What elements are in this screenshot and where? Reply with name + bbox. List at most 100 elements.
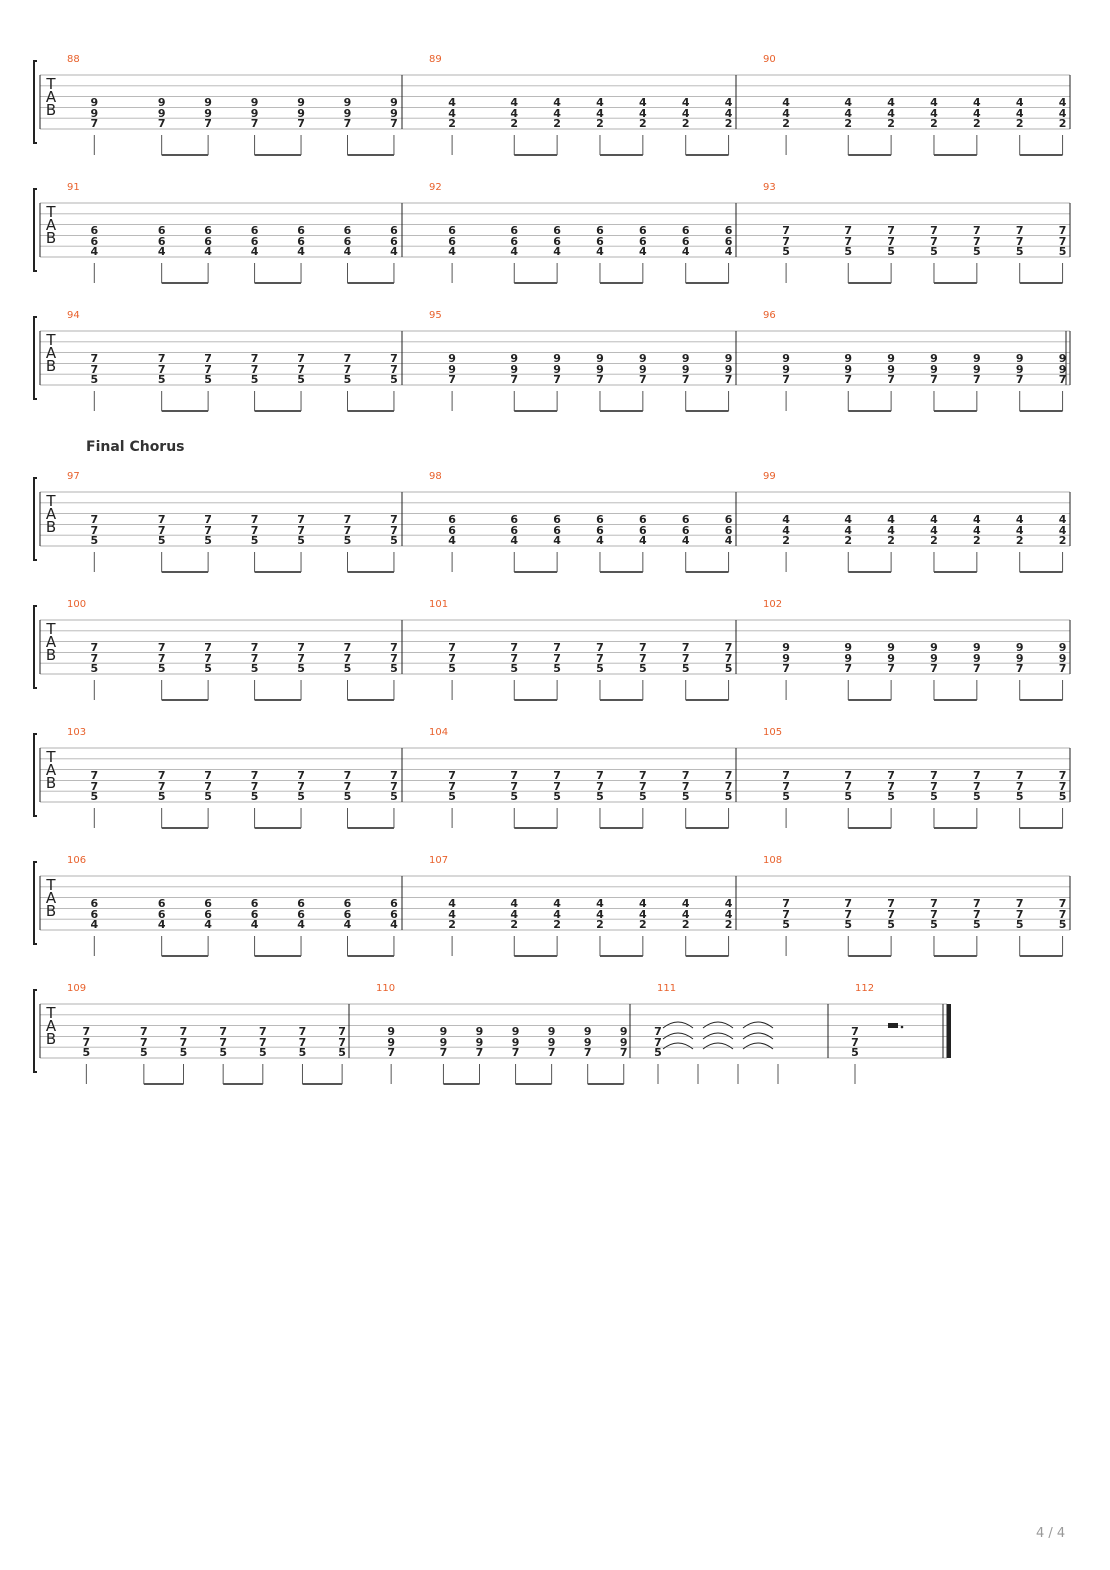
fret-number: 4 (251, 918, 259, 931)
fret-number: 9 (973, 652, 981, 665)
tie (742, 1021, 774, 1029)
fret-number: 5 (90, 373, 98, 386)
fret-number: 4 (725, 534, 733, 547)
fret-number: 7 (553, 780, 561, 793)
fret-number: 6 (204, 897, 212, 910)
tab-chord: 664 (725, 513, 733, 572)
fret-number: 7 (158, 513, 166, 526)
fret-number: 7 (390, 652, 398, 665)
tab-chord: 775 (639, 641, 647, 700)
fret-number: 7 (725, 373, 733, 386)
fret-number: 9 (844, 652, 852, 665)
fret-number: 6 (725, 235, 733, 248)
fret-number: 9 (297, 96, 305, 109)
fret-number: 7 (180, 1036, 188, 1049)
fret-number: 5 (887, 245, 895, 258)
tab-chord: 664 (297, 224, 305, 283)
fret-number: 6 (390, 235, 398, 248)
fret-number: 7 (251, 780, 259, 793)
tab-chord: 775 (204, 769, 212, 828)
fret-number: 6 (90, 908, 98, 921)
tab-chord: 997 (639, 352, 647, 411)
fret-number: 5 (90, 662, 98, 675)
fret-number: 9 (639, 352, 647, 365)
fret-number: 5 (1016, 918, 1024, 931)
fret-number: 7 (1059, 897, 1067, 910)
fret-number: 4 (682, 908, 690, 921)
fret-number: 9 (973, 352, 981, 365)
fret-number: 4 (973, 513, 981, 526)
tie (662, 1021, 694, 1029)
tab-chord: 997 (158, 96, 165, 155)
tab-chord: 775 (930, 897, 938, 956)
tab-chord: 775 (782, 769, 790, 828)
fret-number: 7 (297, 513, 305, 526)
fret-number: 5 (297, 373, 305, 386)
fret-number: 6 (297, 224, 305, 237)
fret-number: 7 (1059, 908, 1067, 921)
fret-number: 7 (204, 524, 212, 537)
tab-chord: 442 (930, 96, 938, 155)
tab-chord: 775 (844, 897, 852, 956)
measure-number: 91 (67, 182, 80, 193)
tab-chord: 442 (930, 513, 938, 572)
tab-chord: 775 (204, 352, 212, 411)
fret-number: 7 (390, 117, 398, 130)
fret-number: 5 (782, 790, 790, 803)
tab-chord: 775 (973, 897, 981, 956)
fret-number: 6 (204, 908, 212, 921)
fret-number: 5 (390, 662, 398, 675)
tab-system: TAB9477577577577577577577595997997997997… (33, 310, 1071, 412)
fret-number: 7 (844, 224, 852, 237)
tab-chord: 442 (782, 513, 790, 572)
fret-number: 9 (596, 352, 604, 365)
tie (702, 1021, 734, 1029)
fret-number: 2 (725, 117, 733, 130)
fret-number: 7 (887, 908, 895, 921)
fret-number: 9 (90, 96, 98, 109)
fret-number: 9 (387, 1025, 395, 1038)
fret-number: 2 (1016, 534, 1024, 547)
fret-number: 2 (930, 534, 938, 547)
fret-number: 5 (973, 918, 981, 931)
tab-chord: 664 (251, 897, 259, 956)
fret-number: 5 (887, 790, 895, 803)
fret-number: 9 (344, 96, 352, 109)
fret-number: 6 (725, 513, 733, 526)
fret-number: 5 (1016, 245, 1024, 258)
fret-number: 4 (448, 908, 456, 921)
fret-number: 6 (510, 224, 518, 237)
tab-chord: 997 (782, 641, 790, 700)
tab-clef-letter: T (45, 331, 56, 349)
fret-number: 7 (973, 662, 981, 675)
fret-number: 5 (251, 662, 259, 675)
fret-number: 7 (725, 652, 733, 665)
tab-chord: 775 (390, 769, 398, 828)
fret-number: 5 (510, 662, 518, 675)
fret-number: 7 (297, 117, 305, 130)
fret-number: 9 (512, 1036, 520, 1049)
fret-number: 5 (344, 662, 352, 675)
tab-chord: 664 (682, 513, 690, 572)
fret-number: 6 (251, 908, 259, 921)
fret-number: 7 (158, 524, 166, 537)
fret-number: 6 (344, 897, 352, 910)
fret-number: 7 (297, 524, 305, 537)
tab-chord: 775 (1059, 769, 1066, 828)
fret-number: 5 (1059, 245, 1067, 258)
fret-number: 5 (682, 790, 690, 803)
fret-number: 7 (297, 363, 305, 376)
fret-number: 5 (725, 662, 733, 675)
fret-number: 4 (973, 524, 981, 537)
fret-number: 9 (639, 363, 647, 376)
fret-number: 4 (682, 897, 690, 910)
fret-number: 6 (639, 524, 647, 537)
tab-chord: 775 (851, 1025, 859, 1084)
tab-chord: 442 (725, 897, 733, 956)
fret-number: 4 (553, 908, 561, 921)
tab-clef-letter: T (45, 203, 56, 221)
fret-number: 7 (682, 652, 690, 665)
